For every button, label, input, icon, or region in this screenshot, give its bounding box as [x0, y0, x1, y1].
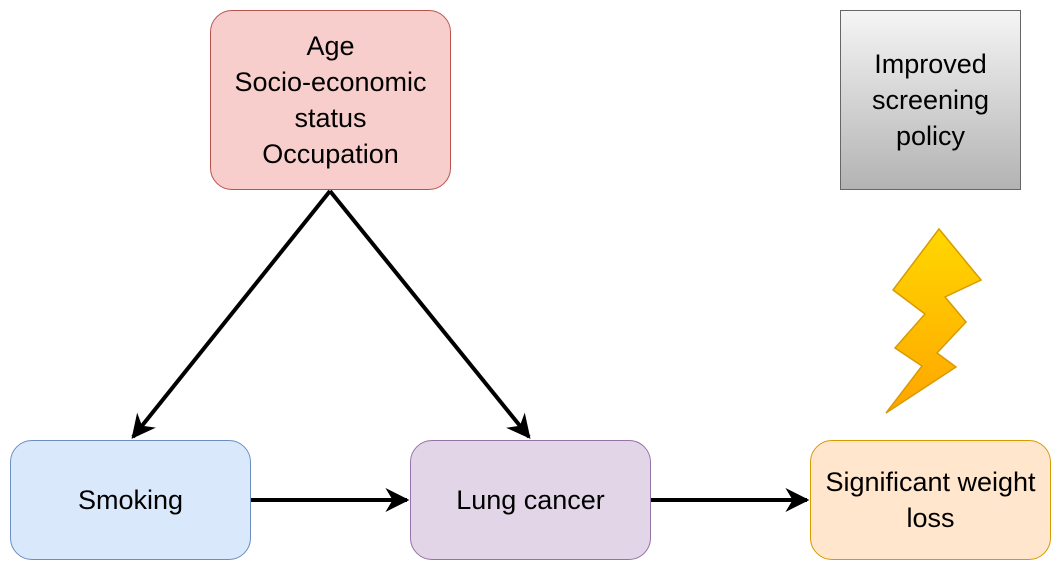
confounder-age: Age	[306, 31, 355, 61]
confounder-occupation: Occupation	[262, 139, 399, 169]
node-screening-policy: Improved screening policy	[840, 10, 1021, 190]
confounder-status: status	[294, 103, 367, 133]
node-lung-cancer-label: Lung cancer	[456, 485, 605, 515]
node-screening-label-line-1: Improved	[874, 49, 987, 79]
edge-confounders-to-smoking	[131, 189, 332, 439]
node-weight-loss-label-line-1: Significant weight	[825, 467, 1036, 497]
lightning-bolt-icon	[885, 227, 983, 414]
node-smoking: Smoking	[10, 440, 251, 560]
confounder-socio-economic: Socio-economic	[234, 67, 427, 97]
node-screening-label-line-3: policy	[895, 121, 965, 151]
node-weight-loss: Significant weight loss	[810, 440, 1051, 560]
node-weight-loss-label-line-2: loss	[906, 503, 955, 533]
edge-confounders-to-lung-cancer	[328, 189, 531, 439]
node-screening-label-line-2: screening	[871, 85, 990, 115]
node-smoking-label: Smoking	[77, 485, 184, 515]
node-lung-cancer: Lung cancer	[410, 440, 651, 560]
node-confounders: Age Socio-economic status Occupation	[210, 10, 451, 190]
node-confounders-label: Age Socio-economic status Occupation	[234, 28, 426, 172]
